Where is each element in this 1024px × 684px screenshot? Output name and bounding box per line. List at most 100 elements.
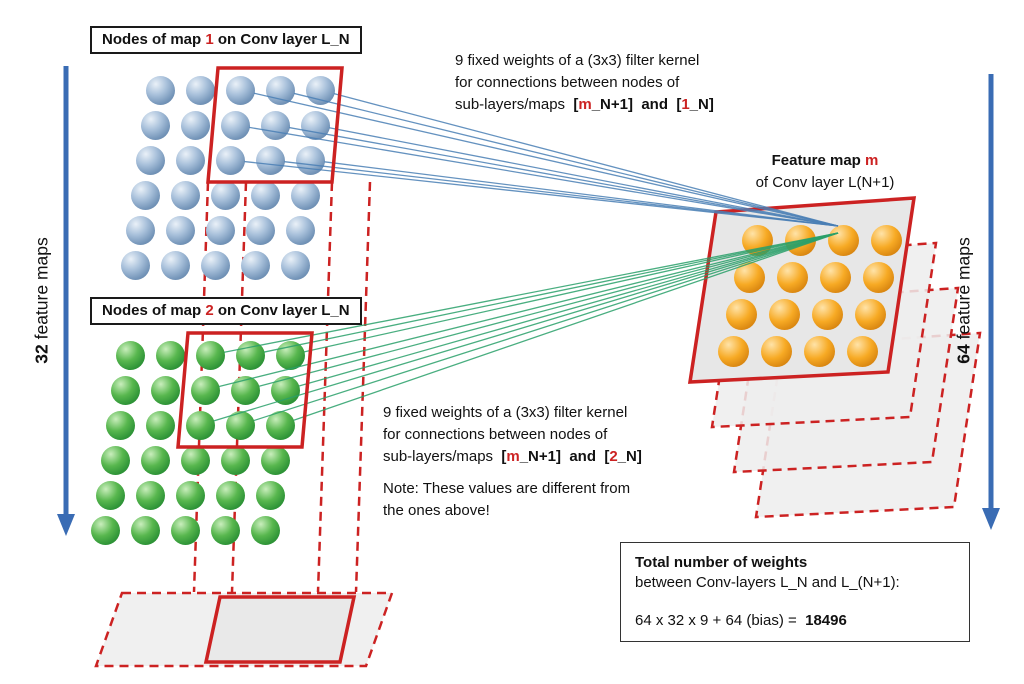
blue-node-sphere xyxy=(200,250,230,280)
map2-label-box: Nodes of map 2 on Conv layer L_N xyxy=(90,297,362,325)
feature-map-title: Feature map m of Conv layer L(N+1) xyxy=(715,150,935,194)
green-node-sphere xyxy=(250,515,280,545)
blue-node-sphere xyxy=(225,75,255,105)
blue-node-sphere xyxy=(290,180,320,210)
green-node-sphere xyxy=(115,340,145,370)
map1-label-post: on Conv layer L_N xyxy=(213,31,350,48)
map1-label-num: 1 xyxy=(205,31,214,48)
green-node-sphere xyxy=(95,480,125,510)
blue-node-sphere xyxy=(215,145,245,175)
map2-label-num: 2 xyxy=(205,302,214,319)
weights-top-line3: sub-layers/maps [m_N+1] and [1_N] xyxy=(455,94,795,116)
green-node-sphere xyxy=(225,410,255,440)
orange-node-sphere xyxy=(846,335,878,367)
green-node-sphere xyxy=(155,340,185,370)
weights-bottom-bracket3: _N] xyxy=(617,447,642,465)
orange-node-sphere xyxy=(819,261,851,293)
green-node-sphere xyxy=(265,410,295,440)
left-axis-count: 32 xyxy=(31,344,52,364)
green-node-sphere xyxy=(195,340,225,370)
green-node-sphere xyxy=(190,375,220,405)
weights-top-m: m xyxy=(578,95,592,113)
green-node-sphere xyxy=(90,515,120,545)
total-weights-result: 18496 xyxy=(805,611,847,629)
blue-node-sphere xyxy=(140,110,170,140)
blue-node-sphere xyxy=(245,215,275,245)
feature-map-title-m: m xyxy=(865,152,879,169)
weights-bottom-bracket1: [ xyxy=(501,447,507,465)
orange-node-sphere xyxy=(768,298,800,330)
total-weights-box: Total number of weights between Conv-lay… xyxy=(620,542,970,642)
weights-top-bracket2: _N+1] and [ xyxy=(591,95,682,113)
green-node-sphere xyxy=(215,480,245,510)
orange-node-sphere xyxy=(811,298,843,330)
green-node-sphere xyxy=(180,445,210,475)
blue-node-sphere xyxy=(295,145,325,175)
blue-node-sphere xyxy=(280,250,310,280)
green-node-sphere xyxy=(130,515,160,545)
orange-node-sphere xyxy=(717,335,749,367)
weights-annotation-top: 9 fixed weights of a (3x3) filter kernel… xyxy=(455,50,795,115)
blue-node-sphere xyxy=(205,215,235,245)
weights-bottom-n: 2 xyxy=(609,447,618,465)
orange-node-sphere xyxy=(741,224,773,256)
weights-bottom-line2: for connections between nodes of xyxy=(383,425,608,443)
green-node-sphere xyxy=(255,480,285,510)
orange-node-sphere xyxy=(803,335,835,367)
blue-node-sphere xyxy=(170,180,200,210)
blue-node-sphere xyxy=(265,75,295,105)
blue-node-sphere xyxy=(220,110,250,140)
green-node-sphere xyxy=(100,445,130,475)
orange-node-sphere xyxy=(760,335,792,367)
feature-map-title-line2: of Conv layer L(N+1) xyxy=(755,173,895,191)
blue-node-sphere xyxy=(135,145,165,175)
blue-node-sphere xyxy=(160,250,190,280)
total-weights-title: Total number of weights xyxy=(635,554,808,571)
green-node-sphere xyxy=(110,375,140,405)
green-node-sphere xyxy=(270,375,300,405)
weights-top-lead: sub-layers/maps xyxy=(455,95,574,113)
green-node-sphere xyxy=(230,375,260,405)
green-node-sphere xyxy=(145,410,175,440)
green-node-sphere xyxy=(275,340,305,370)
green-node-sphere xyxy=(210,515,240,545)
green-node-sphere xyxy=(170,515,200,545)
blue-node-sphere xyxy=(145,75,175,105)
map1-label-box: Nodes of map 1 on Conv layer L_N xyxy=(90,26,362,54)
orange-node-sphere xyxy=(862,261,894,293)
total-weights-formula: 64 x 32 x 9 + 64 (bias) = 18496 xyxy=(635,611,955,631)
blue-node-sphere xyxy=(120,250,150,280)
blue-node-sphere xyxy=(260,110,290,140)
weights-note-line1: Note: These values are different from xyxy=(383,480,631,498)
right-axis-text: feature maps xyxy=(953,237,974,345)
orange-node-sphere xyxy=(725,298,757,330)
green-node-sphere xyxy=(105,410,135,440)
green-node-sphere xyxy=(135,480,165,510)
weights-note-line2: the ones above! xyxy=(383,502,490,519)
right-axis-count: 64 xyxy=(953,344,974,364)
total-weights-line2: between Conv-layers L_N and L_(N+1): xyxy=(635,574,900,592)
green-node-sphere xyxy=(140,445,170,475)
orange-node-sphere xyxy=(870,224,902,256)
weights-top-line1: 9 fixed weights of a (3x3) filter kernel xyxy=(455,52,700,69)
blue-node-sphere xyxy=(180,110,210,140)
weights-bottom-bracket2: _N+1] and [ xyxy=(519,447,610,465)
blue-node-sphere xyxy=(210,180,240,210)
total-weights-expression: 64 x 32 x 9 + 64 (bias) = xyxy=(635,611,806,629)
map1-label-pre: Nodes of map xyxy=(102,31,206,48)
orange-node-sphere xyxy=(827,224,859,256)
blue-node-sphere xyxy=(125,215,155,245)
weights-bottom-m: m xyxy=(506,447,520,465)
green-node-sphere xyxy=(185,410,215,440)
blue-node-sphere xyxy=(250,180,280,210)
blue-node-sphere xyxy=(165,215,195,245)
left-axis-label: 32 feature maps xyxy=(32,221,53,381)
blue-node-sphere xyxy=(255,145,285,175)
map2-label-post: on Conv layer L_N xyxy=(213,302,350,319)
green-node-sphere xyxy=(235,340,265,370)
left-axis-text: feature maps xyxy=(31,237,52,345)
feature-map-title-text: Feature map xyxy=(771,152,866,169)
green-node-sphere xyxy=(220,445,250,475)
blue-node-sphere xyxy=(175,145,205,175)
